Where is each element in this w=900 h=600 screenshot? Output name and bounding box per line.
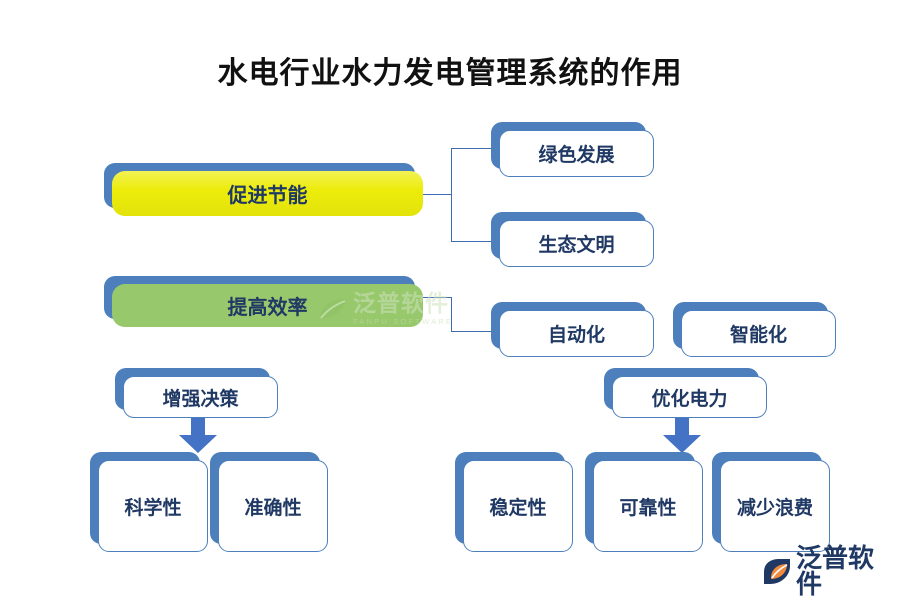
node-cujinjieneng-label: 促进节能 [112,171,423,216]
node-zidonghua-label: 自动化 [499,310,654,357]
brand-logo-zh: 泛普软件 [796,544,875,599]
node-zhinenghua[interactable]: 智能化 [673,302,836,357]
node-kexuexing[interactable]: 科学性 [90,452,208,552]
node-jianshaolangfei[interactable]: 减少浪费 [712,452,830,552]
node-zidonghua[interactable]: 自动化 [491,302,654,357]
connector-energy-to-green [451,148,491,150]
node-shengtaiwenming[interactable]: 生态文明 [491,212,654,267]
brand-logo: 泛普软件 www.fanpusoft.com [762,546,894,598]
node-tigaoxiaolv[interactable]: 提高效率 [104,276,423,327]
connector-efficiency-to-auto [451,331,491,333]
node-zhunquexing-label: 准确性 [218,460,328,552]
node-lvsefazhan-label: 绿色发展 [499,130,654,177]
node-wendingxing[interactable]: 稳定性 [455,452,573,552]
node-lvsefazhan[interactable]: 绿色发展 [491,122,654,177]
connector-efficiency-spine [451,297,453,332]
connector-energy-trunk [420,194,452,196]
node-kexuexing-label: 科学性 [98,460,208,552]
down-arrow-icon-decision [177,418,219,459]
node-wendingxing-label: 稳定性 [463,460,573,552]
node-tigaoxiaolv-label: 提高效率 [112,284,423,327]
node-zengqiangjuece[interactable]: 增强决策 [115,368,278,418]
node-youhuadianli-label: 优化电力 [612,376,767,418]
node-jianshaolangfei-label: 减少浪费 [720,460,830,552]
node-zengqiangjuece-label: 增强决策 [123,376,278,418]
node-kekaoxing[interactable]: 可靠性 [585,452,703,552]
node-youhuadianli[interactable]: 优化电力 [604,368,767,418]
node-kekaoxing-label: 可靠性 [593,460,703,552]
node-zhunquexing[interactable]: 准确性 [210,452,328,552]
node-zhinenghua-label: 智能化 [681,310,836,357]
node-shengtaiwenming-label: 生态文明 [499,220,654,267]
connector-energy-to-eco [451,241,491,243]
page-title: 水电行业水力发电管理系统的作用 [217,57,683,90]
connector-efficiency-trunk [420,297,452,299]
fanpu-logo-icon [762,558,792,586]
connector-energy-spine [451,148,453,242]
node-cujinjieneng[interactable]: 促进节能 [104,163,423,216]
down-arrow-icon-power [661,418,703,459]
